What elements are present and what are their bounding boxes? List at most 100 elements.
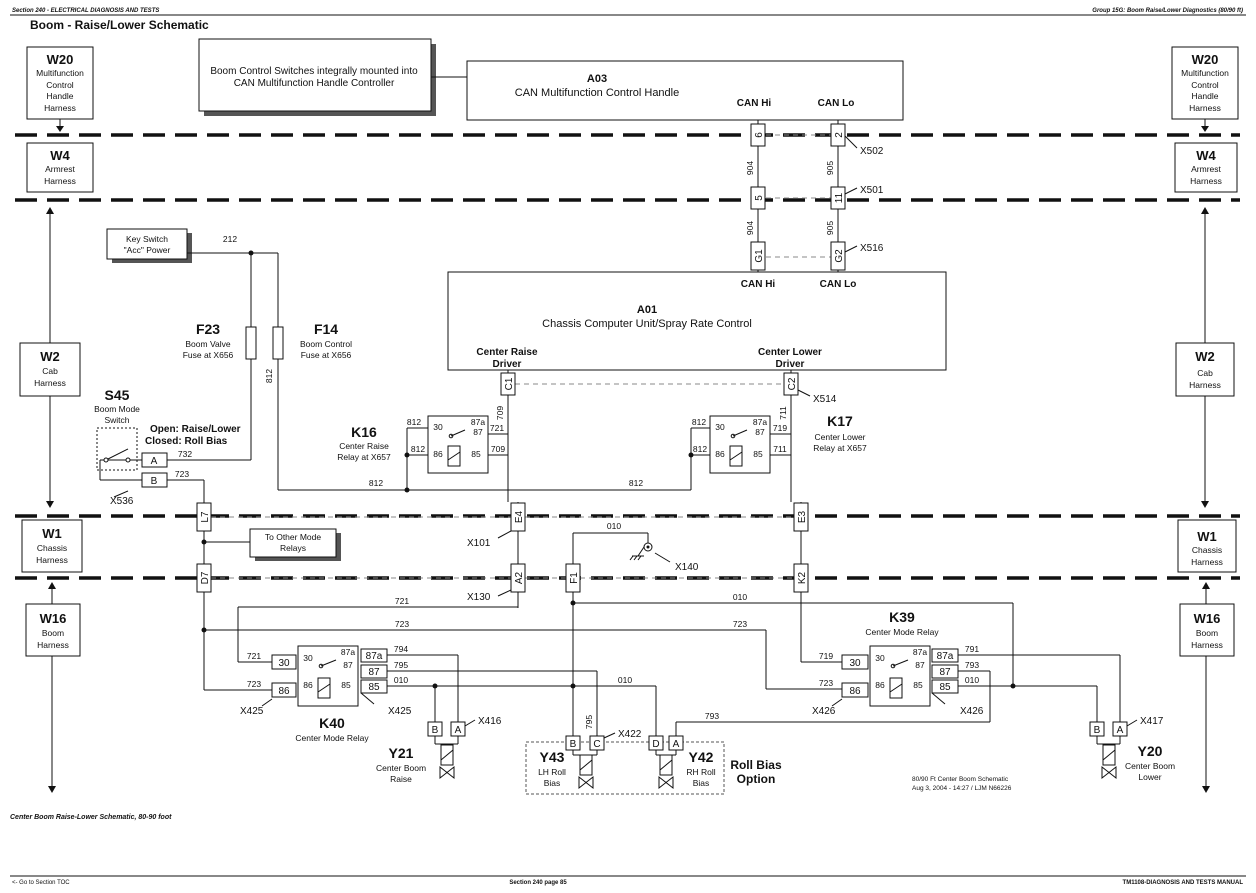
svg-text:D7: D7 (200, 571, 211, 584)
svg-text:721: 721 (247, 651, 261, 661)
harness-w1-left: W1 Chassis Harness (21, 519, 83, 573)
figure-caption: Center Boom Raise-Lower Schematic, 80-90… (10, 814, 172, 821)
harness-w16-left: W16 Boom Harness (25, 582, 81, 793)
svg-text:Multifunction: Multifunction (36, 68, 84, 78)
a03-control-handle: A03 CAN Multifunction Control Handle CAN… (466, 60, 904, 121)
svg-text:Harness: Harness (1190, 176, 1222, 186)
svg-text:Center Boom: Center Boom (1125, 761, 1175, 771)
svg-text:X101: X101 (467, 538, 491, 549)
svg-text:Armrest: Armrest (45, 164, 75, 174)
svg-text:721: 721 (395, 596, 409, 606)
svg-text:85: 85 (939, 682, 951, 693)
svg-text:CAN Multifunction Handle Contr: CAN Multifunction Handle Controller (234, 78, 395, 89)
svg-text:Boom: Boom (1196, 628, 1218, 638)
ground-x140: 010 X140 (572, 521, 699, 573)
svg-text:Roll Bias: Roll Bias (730, 758, 782, 772)
drawing-stamp: 80/90 Ft Center Boom Schematic Aug 3, 20… (912, 776, 1012, 792)
svg-text:W16: W16 (40, 611, 67, 626)
svg-text:86: 86 (715, 449, 725, 459)
svg-text:S45: S45 (105, 387, 130, 403)
s45-boom-mode-switch: S45 Boom Mode Switch A B Open: Raise/Low… (94, 387, 251, 507)
svg-text:Harness: Harness (1191, 640, 1223, 650)
chassis-connectors: L7 D7 E4 A2 F1 E3 K2 X101 X130 (196, 502, 809, 690)
svg-text:80/90 Ft Center Boom Schematic: 80/90 Ft Center Boom Schematic (912, 776, 1009, 783)
svg-text:Handle: Handle (47, 91, 74, 101)
page-title: Boom - Raise/Lower Schematic (30, 18, 209, 32)
svg-text:905: 905 (825, 161, 835, 175)
svg-text:W16: W16 (1194, 611, 1221, 626)
svg-text:723: 723 (175, 469, 189, 479)
svg-text:X536: X536 (110, 496, 134, 507)
footer-toc-link[interactable]: <- Go to Section TOC (12, 880, 70, 886)
svg-text:Harness: Harness (34, 378, 66, 388)
svg-text:87: 87 (473, 427, 483, 437)
svg-text:C: C (593, 739, 600, 750)
svg-text:L7: L7 (200, 511, 211, 523)
svg-text:010: 010 (607, 521, 621, 531)
svg-text:Center Raise: Center Raise (339, 441, 389, 451)
svg-text:Boom: Boom (42, 628, 64, 638)
svg-text:87a: 87a (937, 651, 954, 662)
svg-text:Relays: Relays (280, 543, 306, 553)
svg-text:LH Roll: LH Roll (538, 767, 566, 777)
svg-text:Chassis: Chassis (37, 543, 67, 553)
svg-text:D: D (652, 739, 659, 750)
svg-text:Boom Control: Boom Control (300, 339, 352, 349)
svg-text:Harness: Harness (1189, 380, 1221, 390)
svg-text:X516: X516 (860, 243, 884, 254)
lower-wiring: 721 721 723 723 723 723 010 719 (201, 592, 1014, 736)
svg-text:904: 904 (745, 161, 755, 175)
svg-text:CAN Hi: CAN Hi (741, 279, 776, 290)
svg-text:87a: 87a (913, 647, 927, 657)
harness-w4-right: W4 Armrest Harness (1174, 142, 1238, 193)
footer-page: Section 240 page 85 (509, 880, 567, 886)
svg-text:86: 86 (849, 686, 861, 697)
svg-text:30: 30 (715, 422, 725, 432)
svg-text:87: 87 (939, 667, 951, 678)
k40-center-mode-relay: 30 86 30 87a 87 86 85 87a 87 85 K40 Cent… (240, 644, 657, 743)
svg-text:Control: Control (1191, 80, 1219, 90)
svg-text:X502: X502 (860, 146, 884, 157)
svg-text:Lower: Lower (1138, 772, 1161, 782)
svg-text:F23: F23 (196, 321, 220, 337)
svg-text:W20: W20 (1192, 52, 1219, 67)
svg-text:723: 723 (247, 679, 261, 689)
svg-text:721: 721 (490, 423, 504, 433)
svg-text:X425: X425 (240, 706, 264, 717)
svg-text:Control: Control (46, 80, 74, 90)
svg-text:RH Roll: RH Roll (686, 767, 715, 777)
svg-text:Option: Option (737, 772, 776, 786)
svg-text:812: 812 (629, 478, 643, 488)
svg-text:Raise: Raise (390, 774, 412, 784)
svg-text:W2: W2 (1195, 349, 1215, 364)
y21-center-boom-raise-solenoid: B A X416 Y21 Center Boom Raise (376, 716, 502, 784)
svg-text:Cab: Cab (1197, 368, 1213, 378)
harness-w20-left: W20 Multifunction Control Handle Harness (26, 46, 94, 132)
svg-text:86: 86 (303, 680, 313, 690)
svg-text:711: 711 (773, 444, 787, 454)
svg-text:E3: E3 (797, 510, 808, 523)
svg-text:Y42: Y42 (689, 749, 714, 765)
svg-text:86: 86 (433, 449, 443, 459)
can-bus-wiring: 6 2 5 11 G1 G2 904 905 904 905 X502 X501… (745, 120, 884, 272)
svg-text:85: 85 (471, 449, 481, 459)
svg-text:A2: A2 (514, 571, 525, 584)
svg-text:86: 86 (278, 686, 290, 697)
svg-text:B: B (151, 476, 158, 487)
svg-text:723: 723 (819, 678, 833, 688)
svg-text:812: 812 (264, 369, 274, 383)
svg-text:To Other Mode: To Other Mode (265, 532, 321, 542)
svg-text:Bias: Bias (544, 778, 561, 788)
y20-center-boom-lower-solenoid: B A X417 Y20 Center Boom Lower (1089, 716, 1175, 782)
svg-text:010: 010 (965, 675, 979, 685)
svg-text:Harness: Harness (36, 555, 68, 565)
svg-text:CAN Multifunction Control Hand: CAN Multifunction Control Handle (515, 87, 679, 99)
svg-text:Y21: Y21 (389, 745, 414, 761)
svg-text:C1: C1 (504, 377, 515, 390)
svg-text:723: 723 (733, 619, 747, 629)
svg-text:Y20: Y20 (1138, 743, 1163, 759)
svg-text:Harness: Harness (44, 176, 76, 186)
svg-text:"Acc" Power: "Acc" Power (124, 245, 171, 255)
svg-text:A: A (673, 739, 680, 750)
svg-text:Handle: Handle (1192, 91, 1219, 101)
